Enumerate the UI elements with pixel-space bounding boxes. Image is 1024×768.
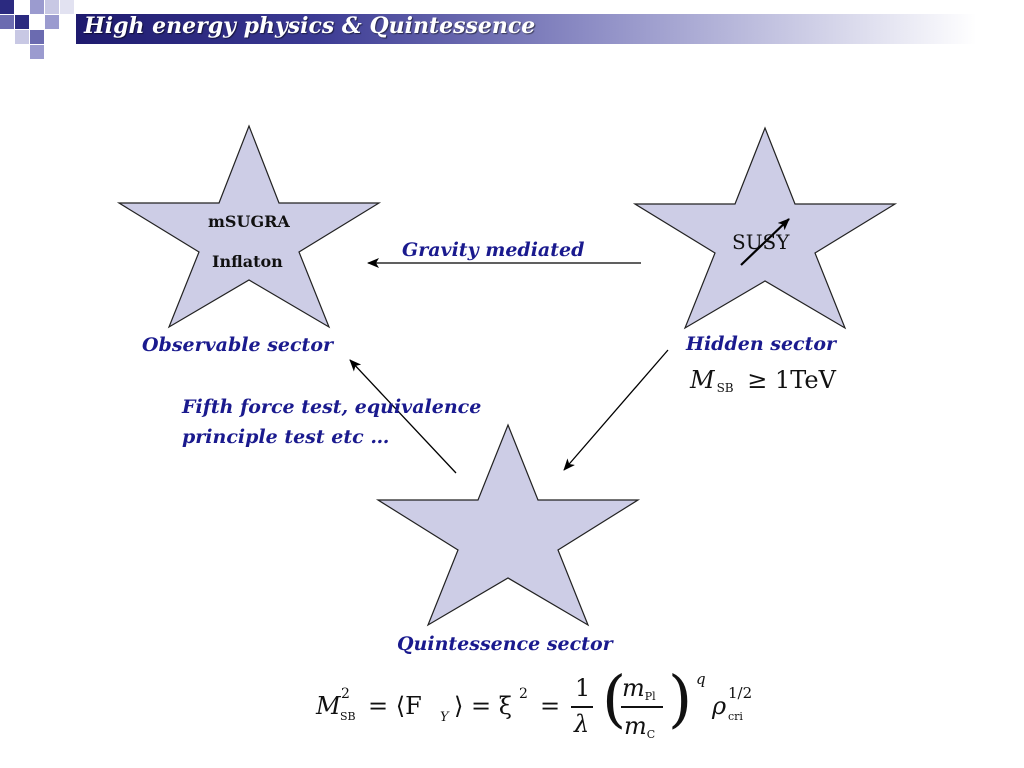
susy-label: SUSY xyxy=(732,230,790,254)
formula-subscript: SB xyxy=(716,381,734,395)
left-paren: ( xyxy=(602,662,627,735)
formula-subscript: SB xyxy=(340,710,356,723)
inflaton-label: Inflaton xyxy=(212,252,283,271)
formula-subscript: Pl xyxy=(644,690,656,703)
formula-superscript: 2 xyxy=(519,686,528,702)
deco-square xyxy=(30,15,44,29)
quintessence-star xyxy=(375,423,641,627)
formula-symbol: M xyxy=(690,366,715,394)
quintessence-to-observable-arrow xyxy=(349,359,457,474)
deco-square xyxy=(60,0,74,14)
deco-square xyxy=(0,0,14,14)
formula-symbol: ρ xyxy=(712,692,727,720)
fifth-force-label-line2: principle test etc … xyxy=(182,426,390,448)
observable-star xyxy=(116,124,382,329)
deco-square xyxy=(45,0,59,14)
formula-symbol: m xyxy=(622,674,645,702)
formula-superscript: q xyxy=(696,670,706,688)
susy-breaking-arrow xyxy=(740,218,790,266)
deco-square xyxy=(15,30,29,44)
fraction-bar xyxy=(571,706,593,708)
formula-text: = ⟨F xyxy=(368,692,422,720)
hidden-star xyxy=(632,126,898,330)
deco-square xyxy=(30,0,44,14)
fraction-bar xyxy=(621,706,663,708)
deco-square xyxy=(0,15,14,29)
formula-superscript: 2 xyxy=(341,686,350,702)
deco-square xyxy=(15,15,29,29)
mass-formula: M 2 SB = ⟨F Y ⟩ = ξ 2 = 1 λ ( mPl mC ) q… xyxy=(316,668,776,748)
title-bar xyxy=(76,14,1024,44)
deco-square xyxy=(30,45,44,59)
formula-text: ⟩ = ξ xyxy=(454,692,512,720)
hidden-sector-caption: Hidden sector xyxy=(686,333,837,355)
formula-text: ≥ 1TeV xyxy=(747,366,836,394)
quintessence-sector-caption: Quintessence sector xyxy=(397,633,613,655)
fraction-numerator: 1 xyxy=(575,674,591,702)
deco-square xyxy=(15,0,29,14)
formula-subscript: cri xyxy=(728,710,743,723)
deco-square xyxy=(30,30,44,44)
deco-square xyxy=(45,30,59,44)
deco-square xyxy=(45,15,59,29)
slide-title: High energy physics & Quintessence xyxy=(84,13,536,39)
gravity-mediated-label: Gravity mediated xyxy=(402,239,585,261)
hidden-to-quintessence-arrow xyxy=(563,349,669,471)
right-paren: ) xyxy=(668,662,693,735)
formula-subscript: Y xyxy=(440,710,449,725)
formula-superscript: 1/2 xyxy=(728,684,753,702)
formula-symbol: M xyxy=(316,692,341,720)
fifth-force-label-line1: Fifth force test, equivalence xyxy=(182,396,482,418)
observable-sector-caption: Observable sector xyxy=(142,334,334,356)
formula-text: = xyxy=(540,692,561,720)
formula-subscript: C xyxy=(646,728,656,741)
msugra-label: mSUGRA xyxy=(208,212,290,231)
slide-header: High energy physics & Quintessence xyxy=(0,0,1024,62)
fraction-denominator: λ xyxy=(574,710,590,738)
formula-symbol: m xyxy=(624,712,647,740)
